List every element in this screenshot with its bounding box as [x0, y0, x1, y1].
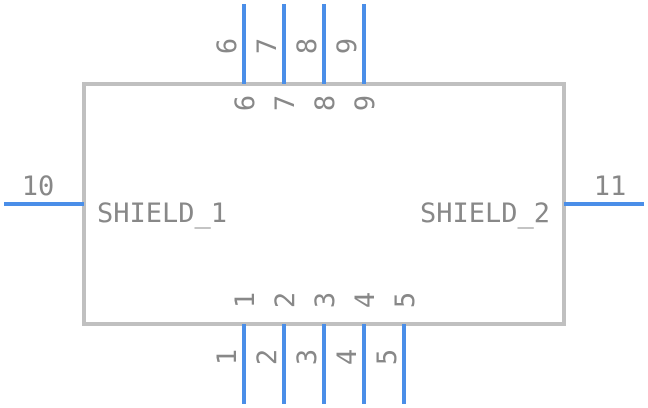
- pin-name-1: 1: [230, 292, 261, 308]
- pin-number-9: 9: [332, 38, 363, 54]
- shield-1-label: SHIELD_1: [97, 198, 227, 229]
- pin-number-11: 11: [594, 171, 627, 202]
- pin-name-5: 5: [390, 292, 421, 308]
- pin-name-2: 2: [270, 292, 301, 308]
- pin-number-5: 5: [372, 349, 403, 365]
- pin-number-4: 4: [332, 349, 363, 365]
- pin-name-8: 8: [310, 95, 341, 111]
- pin-number-8: 8: [292, 38, 323, 54]
- pin-name-9: 9: [350, 95, 381, 111]
- pin-name-6: 6: [230, 95, 261, 111]
- pin-number-2: 2: [252, 349, 283, 365]
- pin-number-1: 1: [212, 349, 243, 365]
- pin-name-4: 4: [350, 292, 381, 308]
- pin-number-3: 3: [292, 349, 323, 365]
- pin-number-10: 10: [22, 171, 55, 202]
- pin-name-3: 3: [310, 292, 341, 308]
- pin-name-7: 7: [270, 95, 301, 111]
- pin-number-6: 6: [212, 38, 243, 54]
- shield-2-label: SHIELD_2: [420, 198, 550, 229]
- pin-number-7: 7: [252, 38, 283, 54]
